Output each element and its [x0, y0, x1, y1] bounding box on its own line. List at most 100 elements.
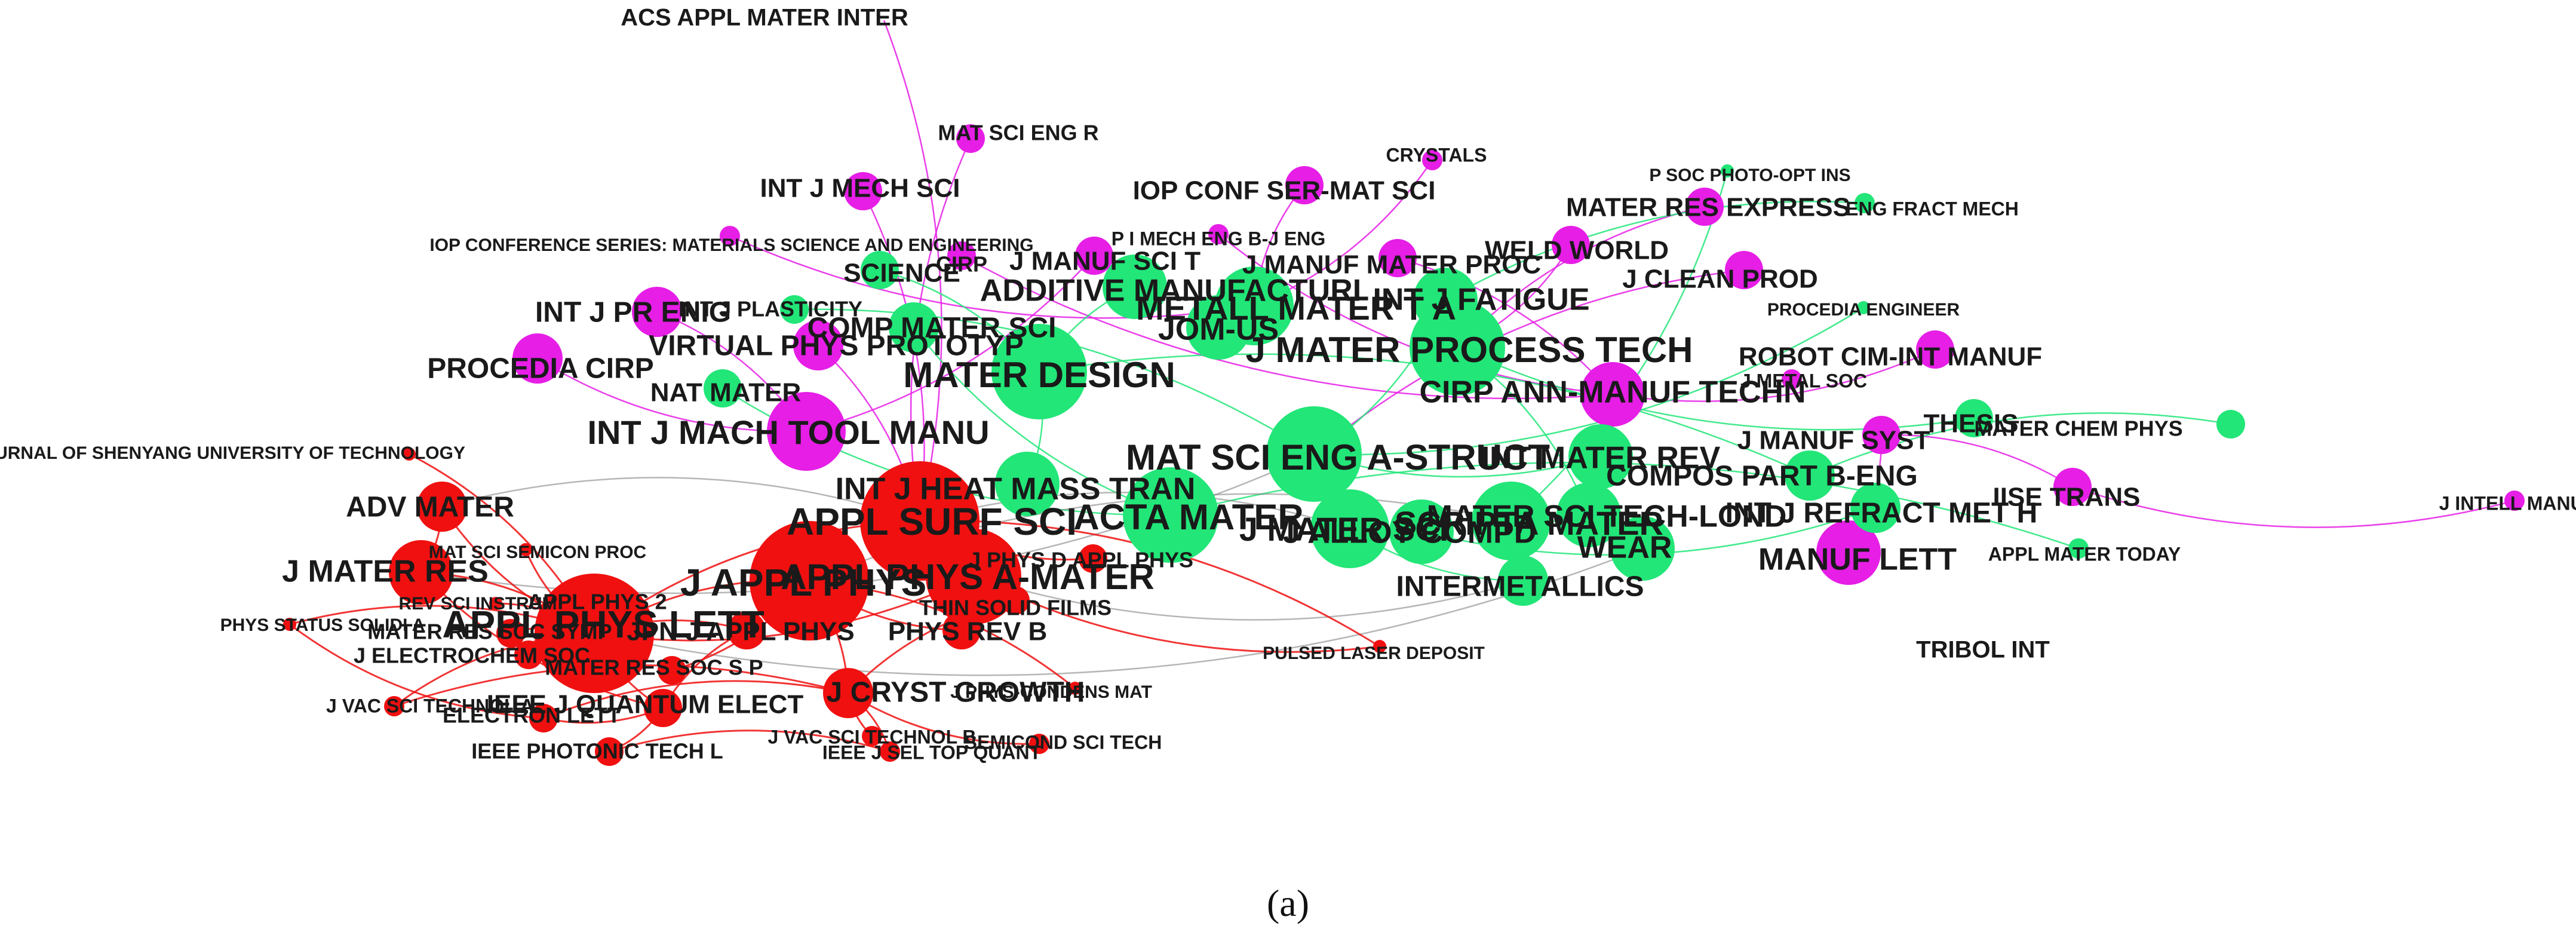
- node-label-n54: APPL MATER TODAY: [1988, 543, 2181, 565]
- node-label-n72: ELECTRON LETT: [443, 703, 621, 728]
- node-n6: [1721, 164, 1734, 177]
- edge: [806, 255, 1095, 433]
- node-label-n11: WELD WORLD: [1485, 236, 1669, 265]
- node-label-n37: INT J HEAT MASS TRAN: [836, 472, 1196, 507]
- node-layer: [283, 124, 2525, 766]
- node-n78: [519, 543, 532, 556]
- node-label-n34: THESIS: [1924, 409, 2019, 439]
- node-label-n2: MAT SCI ENG R: [938, 121, 1098, 145]
- node-label-n50: MATER SCI TECH-LOND: [1427, 499, 1787, 534]
- node-label-n31: CIRP ANN-MANUF TECHN: [1419, 375, 1806, 410]
- node-label-n56: J APPL PHYS: [680, 561, 927, 604]
- node-n29: [991, 324, 1087, 419]
- node-n55: [389, 540, 453, 605]
- node-n58: [1079, 544, 1107, 573]
- node-label-n38: MAT SCI ENG A-STRUCT: [1126, 437, 1550, 477]
- node-label-n46: APPL SURF SCI: [787, 500, 1077, 543]
- node-label-n13: CIRP: [936, 252, 987, 277]
- node-n23: [889, 302, 939, 353]
- node-n37: [995, 452, 1060, 516]
- node-n59: [1498, 556, 1548, 606]
- node-n69: [514, 640, 543, 669]
- node-n50: [1556, 483, 1621, 547]
- node-label-n55: J MATER RES: [282, 554, 489, 589]
- node-n25: [1186, 295, 1251, 360]
- node-label-n25: JOM-US: [1158, 312, 1279, 347]
- node-label-n41: JOURNAL OF SHENYANG UNIVERSITY OF TECHNO…: [0, 443, 465, 463]
- node-label-n75: J VAC SCI TECHNOL B: [767, 726, 976, 747]
- node-n49: [1472, 482, 1550, 560]
- node-n77: [1029, 734, 1049, 754]
- node-label-n62: JPN J APPL PHYS: [627, 617, 854, 646]
- node-label-n61: THIN SOLID FILMS: [919, 596, 1112, 620]
- node-n42: [2053, 468, 2092, 506]
- node-n38: [1266, 406, 1362, 502]
- node-n39: [1568, 424, 1633, 489]
- node-label-n21: METALL MATER T A: [1136, 289, 1456, 327]
- node-label-n81: REV SCI INSTRUM: [398, 594, 557, 614]
- node-label-n36: J MANUF SYST: [1737, 426, 1930, 455]
- node-n81: [489, 597, 502, 610]
- node-n65: [496, 619, 525, 648]
- node-n12: [1378, 239, 1417, 277]
- node-label-n52: WEAR: [1577, 531, 1672, 565]
- node-label-n48: J MATER SCI: [1239, 510, 1449, 548]
- node-label-n1: ACS APPL MATER INTER: [621, 5, 908, 31]
- node-label-n16: J CLEAN PROD: [1622, 265, 1818, 294]
- node-n57: [926, 529, 1021, 624]
- node-label-n71: IEEE J QUANTUM ELECT: [487, 690, 804, 719]
- node-label-n69: J ELECTROCHEM SOC: [354, 643, 590, 668]
- node-n27: [512, 333, 563, 384]
- node-n73: [384, 696, 404, 716]
- node-n44: [417, 482, 467, 532]
- edge: [1397, 257, 1613, 395]
- node-n63: [942, 611, 981, 649]
- node-label-n10: P I MECH ENG B-J ENG: [1112, 228, 1326, 249]
- node-label-n32: J METAL SOC: [1740, 370, 1867, 391]
- node-n68: [823, 668, 873, 718]
- node-n66: [1373, 640, 1386, 653]
- edge: [1445, 200, 1865, 301]
- node-label-n77: SEMICOND SCI TECH: [965, 731, 1162, 753]
- node-label-n49: SCRIPTA MATER: [1395, 504, 1663, 542]
- node-label-n59: INTERMETALLICS: [1396, 571, 1644, 603]
- node-label-n63: PHYS REV B: [888, 617, 1048, 646]
- node-n8: [1855, 193, 1875, 213]
- node-n41: [403, 447, 416, 461]
- node-label-n39: INT MATER REV: [1481, 441, 1721, 476]
- node-n47: [1123, 467, 1218, 563]
- node-label-n64: APPL PHYS 2: [527, 590, 667, 614]
- node-n14: [1075, 237, 1113, 275]
- node-label-n7: MATER RES EXPRESS: [1566, 193, 1850, 222]
- node-label-n78: MAT SCI SEMICON PROC: [429, 542, 646, 562]
- node-label-n14: J MANUF SCI T: [1009, 247, 1201, 276]
- edge: [1809, 412, 2231, 477]
- node-n18: [1413, 268, 1478, 332]
- node-n52: [1610, 516, 1675, 581]
- node-n7: [1685, 188, 1724, 226]
- edge: [1510, 170, 1728, 522]
- node-label-n26: ROBOT CIM-INT MANUF: [1739, 342, 2042, 372]
- node-n4: [844, 172, 882, 210]
- node-n79: [283, 618, 296, 631]
- node-n61: [1001, 586, 1030, 615]
- node-label-n9: IOP CONFERENCE SERIES: MATERIALS SCIENCE…: [429, 235, 1033, 255]
- node-n3: [1422, 150, 1442, 170]
- node-label-n6: P SOC PHOTO-OPT INS: [1649, 165, 1850, 185]
- node-label-n19: INT J PR ENIG: [535, 297, 731, 329]
- node-n54: [2068, 538, 2089, 559]
- node-n16: [1725, 251, 1763, 289]
- node-n32: [1782, 369, 1802, 390]
- node-n31: [1580, 362, 1645, 427]
- node-label-n23: COMP MATER SCI: [808, 312, 1057, 344]
- edge: [609, 729, 891, 753]
- node-n71: [644, 689, 682, 727]
- node-label-n42: IISE TRANS: [1993, 483, 2141, 512]
- edge: [1313, 269, 1745, 455]
- node-label-n68: J CRYST GROWTH: [827, 677, 1085, 709]
- node-label-n65: MATER RES SOC SYMP: [367, 620, 612, 644]
- node-label-n22: PROCEDIA ENGINEER: [1767, 300, 1960, 320]
- edge: [848, 692, 1040, 745]
- node-n28: [704, 369, 742, 407]
